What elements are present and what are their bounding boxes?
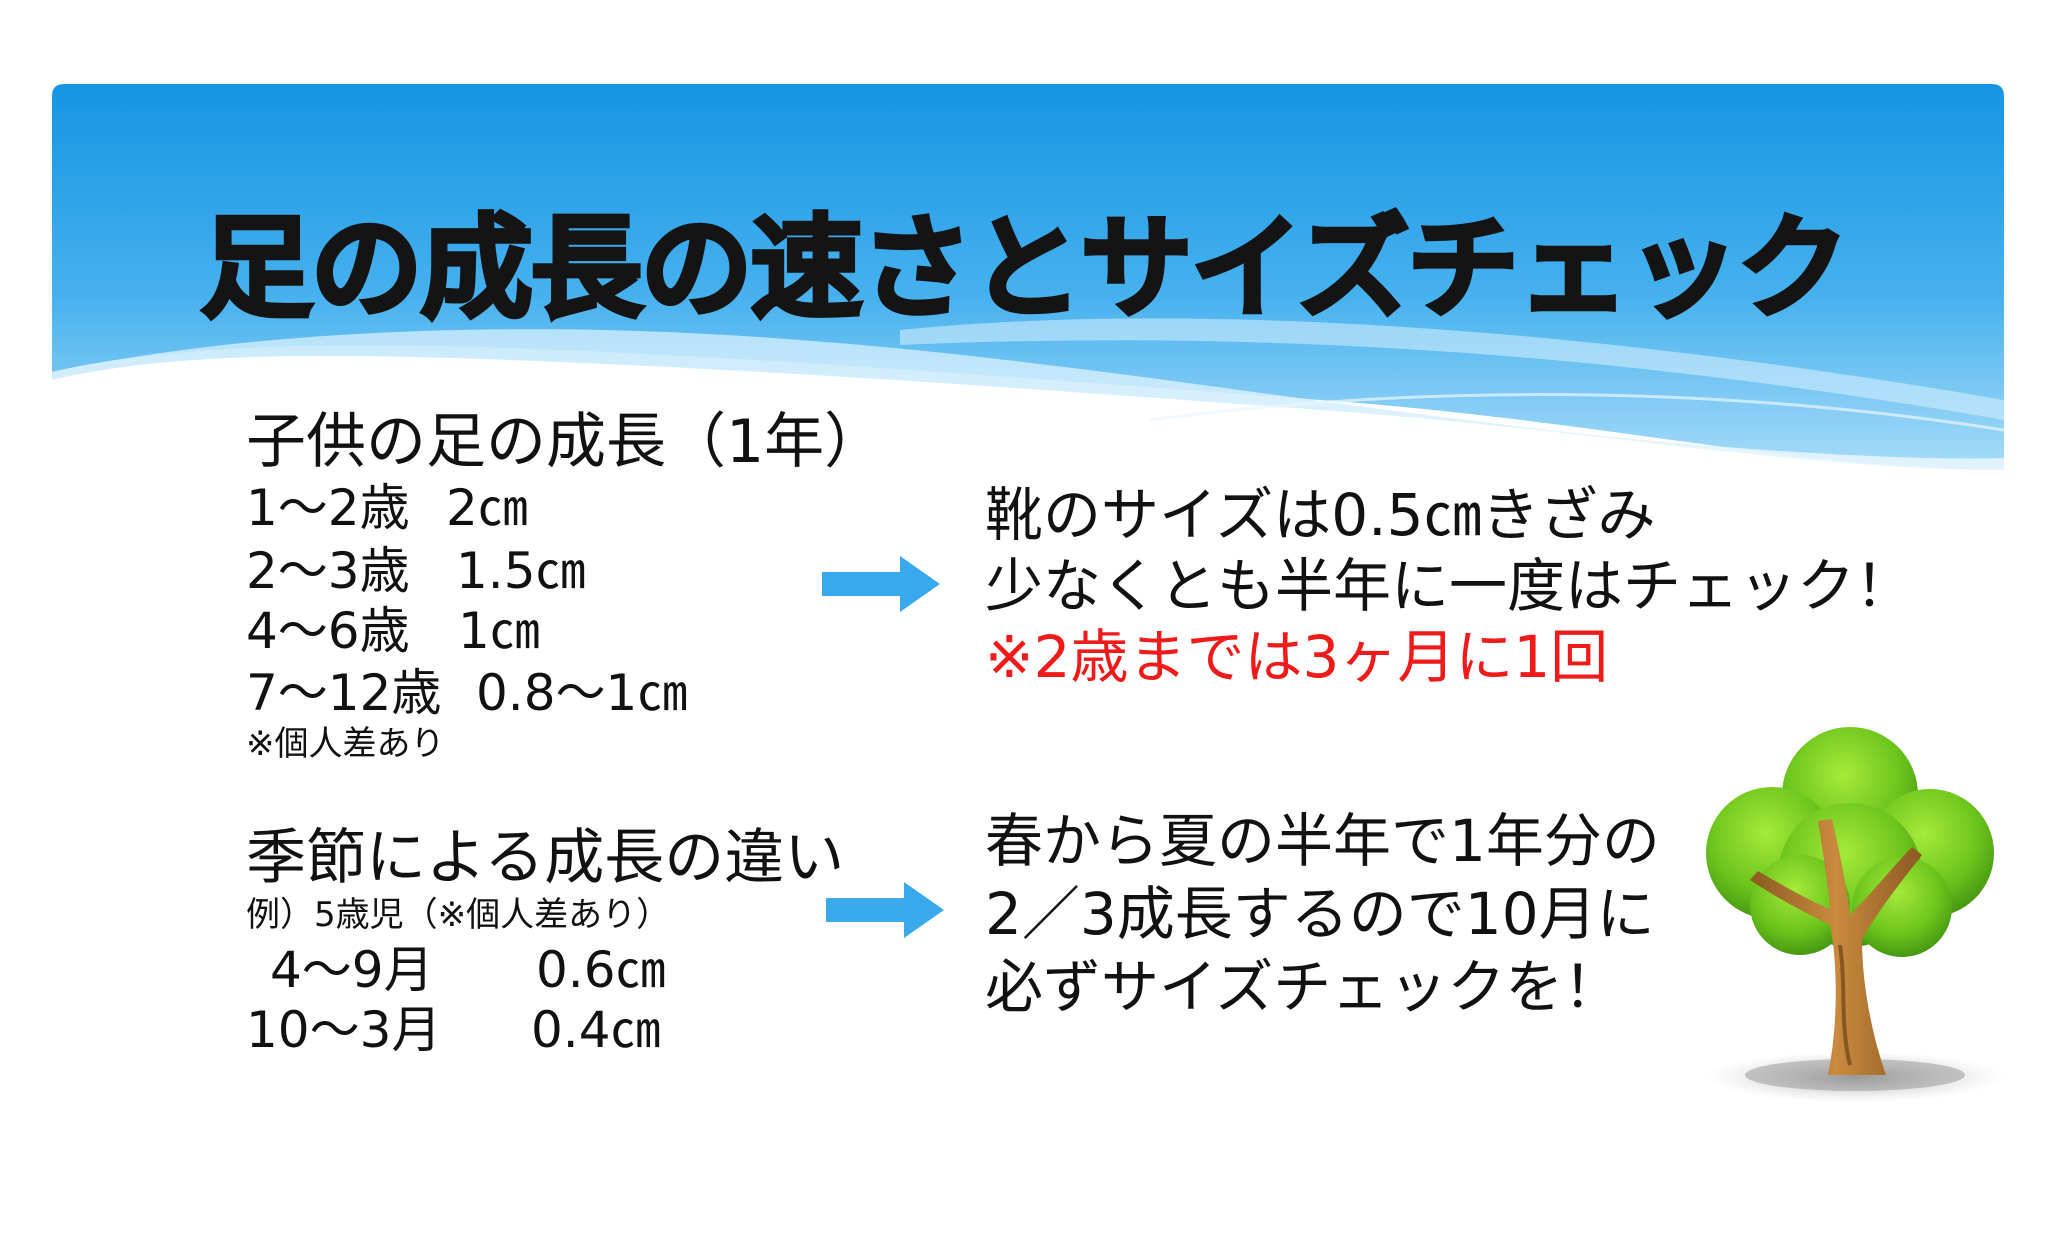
growth-age: 7〜12歳	[246, 664, 442, 722]
growth-row: 7〜12歳 0.8〜1㎝	[246, 668, 687, 718]
growth-value: 1.5㎝	[456, 542, 586, 600]
growth-heading: 子供の足の成長（1年）	[246, 407, 885, 477]
season-row: 4〜9月 0.6㎝	[270, 945, 666, 995]
growth-row: 4〜6歳 1㎝	[246, 606, 540, 656]
right-arrow-icon	[822, 556, 940, 612]
advice-line: 2／3成長するので10月に	[985, 880, 1655, 948]
season-value: 0.4㎝	[531, 1001, 661, 1059]
season-example: 例）5歳児（※個人差あり）	[246, 895, 671, 935]
sky-banner	[52, 84, 2005, 470]
advice-highlight: ※2歳までは3ヶ月に1回	[985, 623, 1609, 691]
season-period: 4〜9月	[270, 941, 434, 999]
advice-line: 少なくとも半年に一度はチェック！	[985, 552, 1914, 620]
growth-note: ※個人差あり	[246, 724, 445, 764]
growth-age: 1〜2歳	[246, 479, 410, 537]
advice-line: 必ずサイズチェックを！	[985, 953, 1622, 1021]
tree-illustration	[1705, 727, 2005, 1103]
right-arrow-icon	[826, 882, 944, 938]
season-heading: 季節による成長の違い	[246, 823, 845, 893]
season-row: 10〜3月 0.4㎝	[246, 1005, 661, 1055]
growth-value: 0.8〜1㎝	[476, 664, 688, 722]
growth-row: 1〜2歳 2㎝	[246, 483, 528, 533]
growth-age: 2〜3歳	[246, 542, 410, 600]
slide-title: 足の成長の速さとサイズチェック	[199, 202, 1852, 336]
advice-line: 靴のサイズは0.5㎝きざみ	[985, 481, 1656, 549]
growth-value: 1㎝	[458, 602, 540, 660]
advice-line: 春から夏の半年で1年分の	[985, 807, 1660, 875]
growth-value: 2㎝	[446, 479, 528, 537]
growth-age: 4〜6歳	[246, 602, 410, 660]
season-value: 0.6㎝	[536, 941, 666, 999]
season-period: 10〜3月	[246, 1001, 442, 1059]
growth-row: 2〜3歳 1.5㎝	[246, 546, 586, 596]
